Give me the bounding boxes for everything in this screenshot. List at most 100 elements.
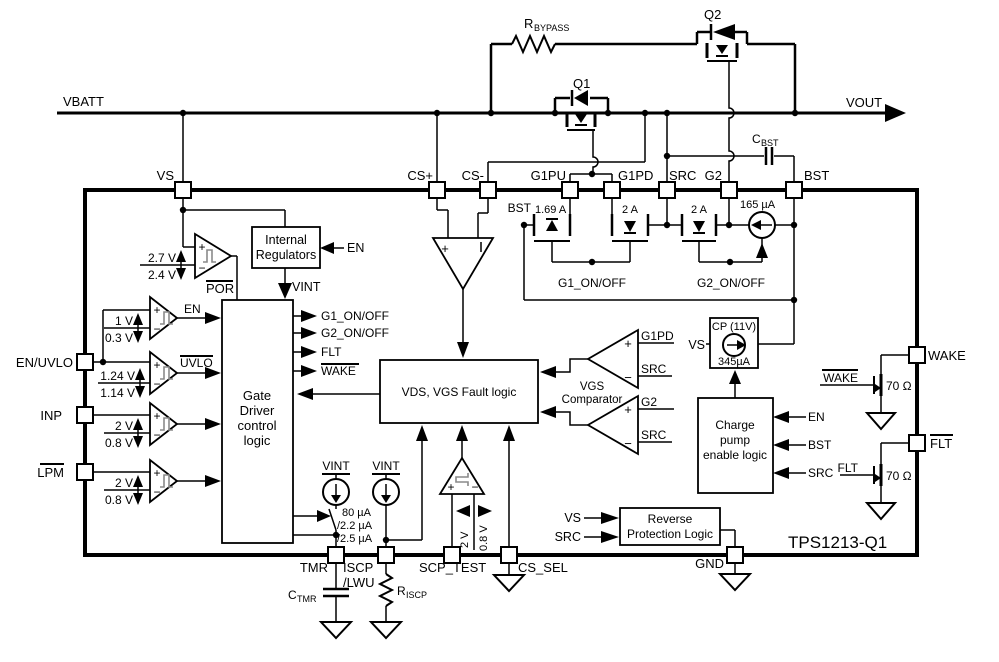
charge-pump-enable-block <box>697 370 806 494</box>
riscp-resistor <box>368 563 404 640</box>
pin-tmr <box>327 546 345 564</box>
vbatt-rail <box>57 104 906 122</box>
ctmr-capacitor <box>318 563 354 640</box>
ctmr-label: C <box>288 588 297 602</box>
scp-fall-label: 0.8 V <box>478 525 490 551</box>
lpm-rise-label: 2 V <box>115 476 133 490</box>
vbatt-label: VBATT <box>63 94 104 109</box>
wake-gate-label: WAKE <box>823 371 858 385</box>
uvlo-minus: − <box>153 377 160 391</box>
pin-iscp-label2: /LWU <box>343 575 375 590</box>
vgs-src1-label: SRC <box>641 362 667 376</box>
pin-cs-minus <box>479 181 497 199</box>
driver-bst-label: BST <box>508 201 532 215</box>
lpm-plus: + <box>153 466 160 480</box>
pin-iscp-label: ISCP <box>343 560 373 575</box>
pin-bst <box>785 181 803 199</box>
inp-plus: + <box>153 409 160 423</box>
gate-driver-label3: control <box>237 418 276 433</box>
cbst-sub-label: BST <box>761 138 779 148</box>
pin-g2-label: G2 <box>705 168 722 183</box>
cs-sel-ground <box>491 563 527 593</box>
en-fall-label: 0.3 V <box>105 331 133 345</box>
vs-internal-wires <box>182 198 286 248</box>
cpe-label1: Charge <box>715 418 755 432</box>
ground-icon <box>368 621 404 640</box>
gate-driver-label2: Driver <box>240 403 275 418</box>
cpe-label3: enable logic <box>703 448 767 462</box>
sense-out-arrow-icon <box>457 342 469 358</box>
pin-wake-label: WAKE <box>928 348 966 363</box>
ir-en-label: EN <box>347 241 364 255</box>
g1-on-off-label: G1_ON/OFF <box>558 276 626 290</box>
internal-regulators-label2: Regulators <box>256 248 316 262</box>
q1-label: Q1 <box>573 76 590 91</box>
q1-mosfet-icon <box>553 90 610 174</box>
flt-output-fet <box>840 442 909 521</box>
lpm-comparator <box>93 458 221 505</box>
pin-cs-plus <box>428 181 446 199</box>
pin-scp-test-label: SCP_TEST <box>419 560 486 575</box>
vint-arrow-icon <box>278 283 292 299</box>
pin-inp-label: INP <box>40 408 62 423</box>
vds-fault-logic-label: VDS, VGS Fault logic <box>402 385 517 399</box>
pin-g1pd <box>603 181 621 199</box>
gd-out-wake-label: WAKE <box>321 364 356 378</box>
scp-minus: − <box>471 480 478 494</box>
ir-vint-label: VINT <box>292 280 321 294</box>
gate-driver-label4: logic <box>244 433 271 448</box>
vout-arrow-icon <box>885 104 906 122</box>
driver-i2a-label: 2 A <box>622 204 639 216</box>
g1-pullup-fet-icon <box>532 214 572 242</box>
cbst-label: C <box>752 132 761 146</box>
switch-lever-icon <box>328 508 337 531</box>
cp-current-label: 345µA <box>718 356 751 368</box>
vgs1-minus: − <box>624 370 632 385</box>
uvlo-plus: + <box>153 358 160 372</box>
cpe-src-label: SRC <box>808 466 834 480</box>
vint-iscp-label: VINT <box>372 459 400 473</box>
pin-cs-plus-label: CS+ <box>407 168 433 183</box>
pin-wake <box>908 346 926 364</box>
pin-flt-label: FLT <box>930 436 952 451</box>
vout-label: VOUT <box>846 95 882 110</box>
scp-rise-label: 2 V <box>459 531 471 548</box>
vds-fault-logic-block <box>379 359 539 547</box>
pin-vs-label: VS <box>157 168 175 183</box>
vgs-g1pd-label: G1PD <box>641 329 674 343</box>
internal-regulators-label1: Internal <box>265 233 307 247</box>
cp-title-label: CP (11V) <box>712 321 756 333</box>
uvlo-rise-label: 1.24 V <box>100 369 135 383</box>
pin-tmr-label: TMR <box>300 560 328 575</box>
pin-risers <box>182 113 668 182</box>
driver-i1-label: 1.69 A <box>535 204 567 216</box>
vgs1-plus: + <box>624 336 632 351</box>
en-minus: − <box>153 322 160 336</box>
charge-pump-cp-block <box>706 300 795 369</box>
pin-gnd <box>726 546 744 564</box>
lpm-minus: − <box>153 485 160 499</box>
rev-vs-label: VS <box>564 511 581 525</box>
i80-label: 80 µA <box>342 507 372 519</box>
en-rise-label: 1 V <box>115 314 133 328</box>
pin-src-label: SRC <box>669 168 696 183</box>
ground-icon <box>318 621 354 640</box>
vgs-comparator-top <box>540 328 674 390</box>
pin-g2 <box>720 181 738 199</box>
driver-i165-label: 165 µA <box>740 199 776 211</box>
ctmr-sub-label: TMR <box>297 594 317 604</box>
rbypass-label: R <box>524 16 533 31</box>
cbst-capacitor-icon <box>667 147 795 182</box>
inp-rise-label: 2 V <box>115 419 133 433</box>
vgs-label2: Comparator <box>562 394 623 406</box>
q2-label: Q2 <box>704 7 721 22</box>
pin-scp-test <box>443 546 461 564</box>
pin-g1pd-label: G1PD <box>618 168 653 183</box>
riscp-label: R <box>397 584 406 598</box>
gate-driver-block <box>221 299 380 544</box>
ground-icon <box>864 502 898 521</box>
sense-plus: + <box>441 241 449 256</box>
lpm-fall-label: 0.8 V <box>105 493 133 507</box>
